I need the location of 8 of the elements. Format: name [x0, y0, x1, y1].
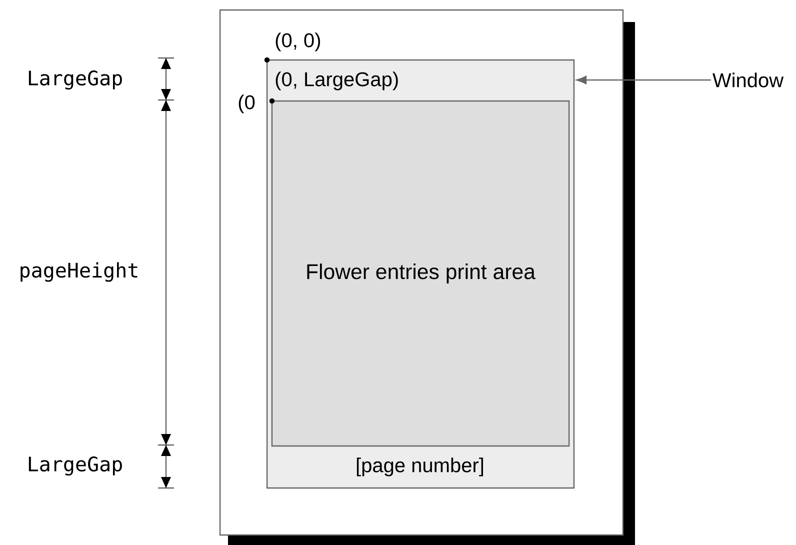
dimension-label: LargeGap — [28, 456, 122, 476]
coordinate-label: (0 — [238, 94, 255, 114]
dimension-label: pageHeight — [20, 262, 138, 282]
callout-label: Window — [712, 72, 784, 88]
dimension-label: LargeGap — [28, 70, 122, 90]
arrow — [576, 76, 711, 84]
coordinate-label: (0, 0) — [276, 32, 320, 52]
print-area-box: Flower entries print area — [271, 100, 570, 447]
